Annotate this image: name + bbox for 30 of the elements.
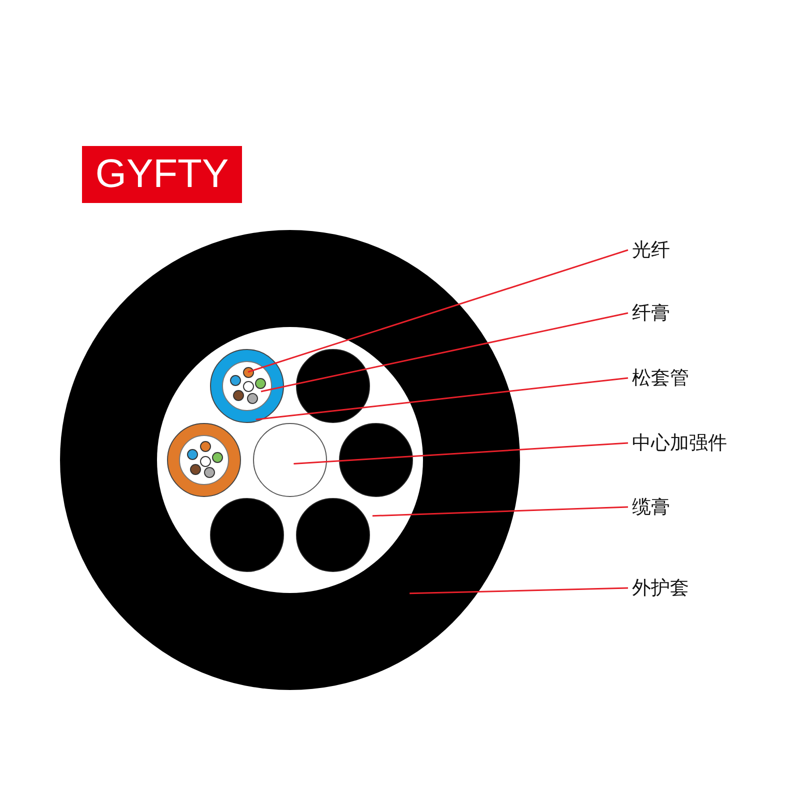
optical-fiber [242,366,254,378]
part-label: 光纤 [632,238,670,262]
part-label: 纤膏 [632,301,670,325]
filler-rod [296,348,370,422]
optical-fiber [247,392,258,404]
optical-fiber [187,449,198,460]
filler-rod [296,498,370,572]
optical-fiber [190,464,201,475]
optical-fiber [212,452,223,463]
part-label: 外护套 [632,576,689,600]
optical-fiber [200,441,210,452]
part-label: 缆膏 [632,495,670,519]
fiber-gel [179,435,229,485]
loose-tube [210,348,284,422]
leader-line [260,312,628,392]
optical-fiber [233,390,244,400]
leader-line [294,442,628,464]
optical-fiber [255,378,266,388]
fiber-gel [222,360,272,410]
part-label: 松套管 [632,366,689,390]
model-title: GYFTY [82,146,242,203]
part-label: 中心加强件 [632,431,727,455]
optical-fiber [230,374,241,386]
optical-fiber [204,467,215,478]
leader-line [372,506,628,517]
filler-rod [210,498,284,572]
leader-line [248,249,628,373]
optical-fiber [200,456,210,466]
optical-fiber [242,381,254,392]
leader-line [410,587,628,594]
